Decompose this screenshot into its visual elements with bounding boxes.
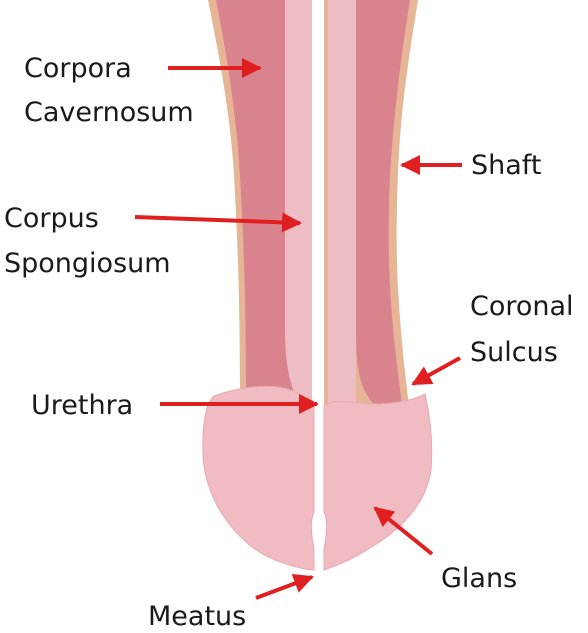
- labels: Corpora Cavernosum Corpus Spongiosum Ure…: [4, 53, 574, 632]
- glans-shape: [202, 385, 433, 571]
- corpora-cavernosum-right: [356, 0, 410, 405]
- corpora-cavernosum-left: [216, 0, 300, 405]
- glans-right-lobe: [323, 393, 433, 571]
- label-corpora: Corpora: [24, 53, 132, 84]
- glans-left-lobe: [202, 385, 315, 571]
- arrow-corpus-spongiosum: [134, 212, 302, 233]
- label-coronal: Coronal: [470, 291, 574, 322]
- label-glans: Glans: [441, 563, 517, 594]
- label-cavernosum: Cavernosum: [24, 97, 194, 128]
- corpora-cavernosum: [216, 0, 410, 405]
- label-corpus: Corpus: [4, 203, 99, 234]
- arrow-coronal-sulcus: [411, 356, 461, 386]
- urethra-line: [315, 0, 320, 575]
- label-spongiosum: Spongiosum: [4, 248, 171, 279]
- label-meatus: Meatus: [148, 601, 246, 632]
- arrow-meatus: [255, 573, 314, 600]
- label-sulcus: Sulcus: [470, 337, 558, 368]
- corpus-spongiosum-right: [328, 0, 356, 520]
- arrow-glans: [373, 506, 434, 556]
- label-urethra: Urethra: [31, 390, 133, 421]
- label-shaft: Shaft: [471, 150, 541, 181]
- arrows: [134, 58, 462, 600]
